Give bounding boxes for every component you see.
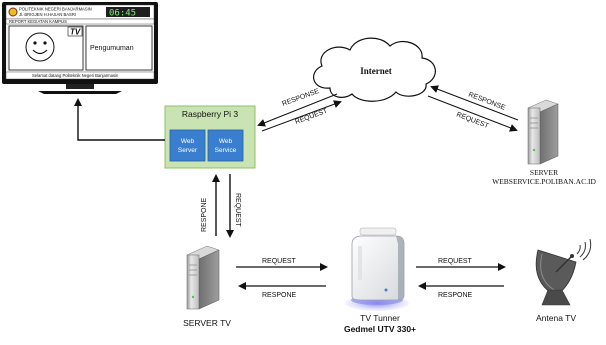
internet-to-server-arrow bbox=[427, 95, 518, 132]
web-server-line-1: Web bbox=[181, 138, 195, 145]
rpi-to-tv-arrow bbox=[74, 98, 165, 141]
webservice-server-label-2: WEBSERVICE.POLIBAN.AC.ID bbox=[492, 177, 596, 186]
server-tv-label: SERVER TV bbox=[183, 318, 231, 328]
raspberry-pi-box: Raspberry Pi 3 Web Server Web Service bbox=[164, 105, 256, 169]
satellite-dish-icon bbox=[535, 238, 592, 306]
web-server-module: Web Server bbox=[169, 129, 206, 162]
smiley-icon bbox=[25, 32, 55, 62]
rpi-internet-response-label: RESPONSE bbox=[281, 88, 320, 108]
rpi-servertv-respone-label: RESPONE bbox=[201, 197, 208, 232]
tv-clock: 06:45 bbox=[109, 9, 136, 19]
institution-logo-icon bbox=[8, 7, 18, 17]
tv-monitor: POLITEKNIK NEGERI BANJARMASIN Jl. BRIGJE… bbox=[2, 2, 158, 94]
tv-tag: TV bbox=[70, 28, 81, 37]
web-service-module: Web Service bbox=[207, 129, 244, 162]
internet-server-request-label: REQUEST bbox=[455, 111, 490, 130]
server-to-internet-arrow bbox=[430, 85, 519, 121]
webservice-server-icon bbox=[527, 99, 559, 165]
raspberry-title: Raspberry Pi 3 bbox=[182, 109, 238, 119]
servertv-tuner-request-label: REQUEST bbox=[262, 258, 297, 265]
internet-to-rpi-arrow bbox=[257, 93, 338, 127]
webservice-server-label-1: SERVER bbox=[530, 168, 558, 177]
rpi-internet-request-label: REQUEST bbox=[294, 107, 329, 125]
institution-line-2: Jl. BRIGJEN H.HASAN BASRI bbox=[19, 12, 76, 17]
welcome-text: Selamat datang Politeknik Negeri Banjarm… bbox=[32, 73, 119, 78]
tuner-antenna-request-label: REQUEST bbox=[438, 258, 473, 265]
servertv-tuner-respone-label: RESPONE bbox=[262, 292, 297, 299]
news-ticker: REPORT KEGIATAN KAMPUS bbox=[9, 19, 67, 24]
tuner-label-2: Gedmel UTV 330+ bbox=[344, 324, 416, 334]
web-service-line-2: Service bbox=[215, 147, 237, 154]
rpi-servertv-request-label: REQUEST bbox=[234, 193, 241, 228]
tv-tuner-icon bbox=[345, 227, 409, 311]
rpi-to-internet-arrow bbox=[261, 100, 342, 132]
antenna-label: Antena TV bbox=[536, 313, 576, 323]
tuner-label-1: TV Tunner bbox=[360, 313, 400, 323]
web-server-line-2: Server bbox=[178, 147, 198, 154]
internet-label: Internet bbox=[360, 66, 392, 76]
internet-server-response-label: RESPONSE bbox=[467, 91, 506, 112]
institution-line-1: POLITEKNIK NEGERI BANJARMASIN bbox=[19, 7, 92, 12]
tuner-antenna-respone-label: RESPONE bbox=[438, 292, 473, 299]
server-tv-icon bbox=[186, 245, 220, 310]
internet-cloud: Internet bbox=[313, 37, 436, 102]
web-service-line-1: Web bbox=[219, 138, 233, 145]
announcement-label: Pengumuman bbox=[90, 45, 134, 52]
